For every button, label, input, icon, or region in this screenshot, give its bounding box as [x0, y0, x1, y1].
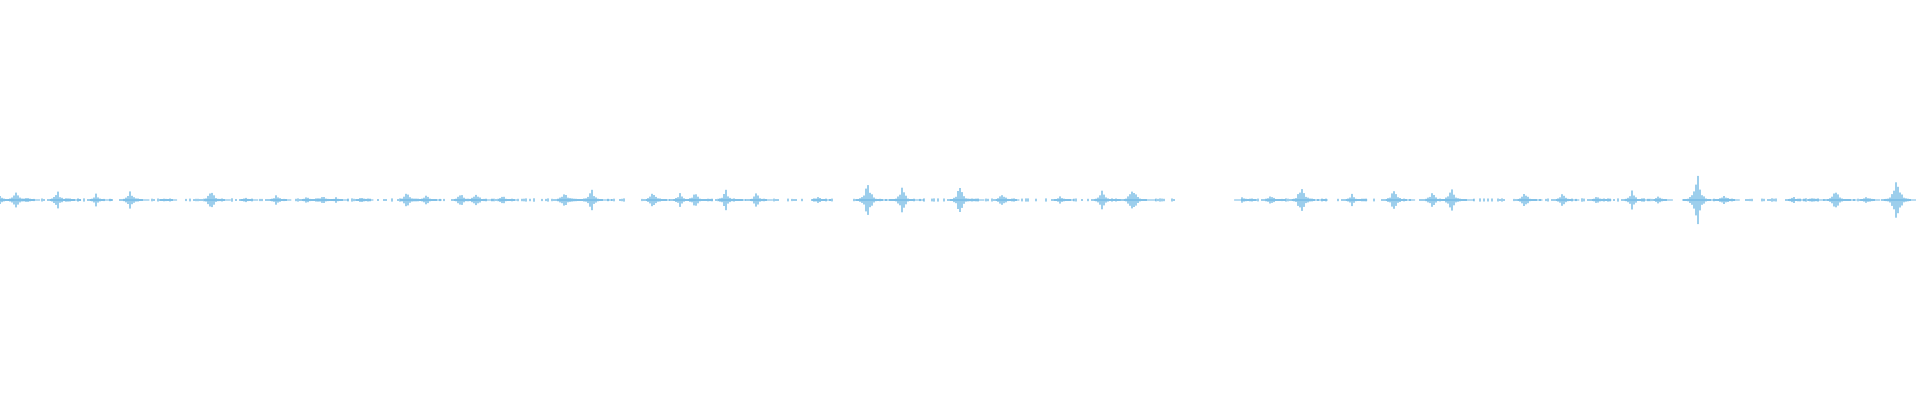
waveform-samples: [0, 175, 1916, 225]
